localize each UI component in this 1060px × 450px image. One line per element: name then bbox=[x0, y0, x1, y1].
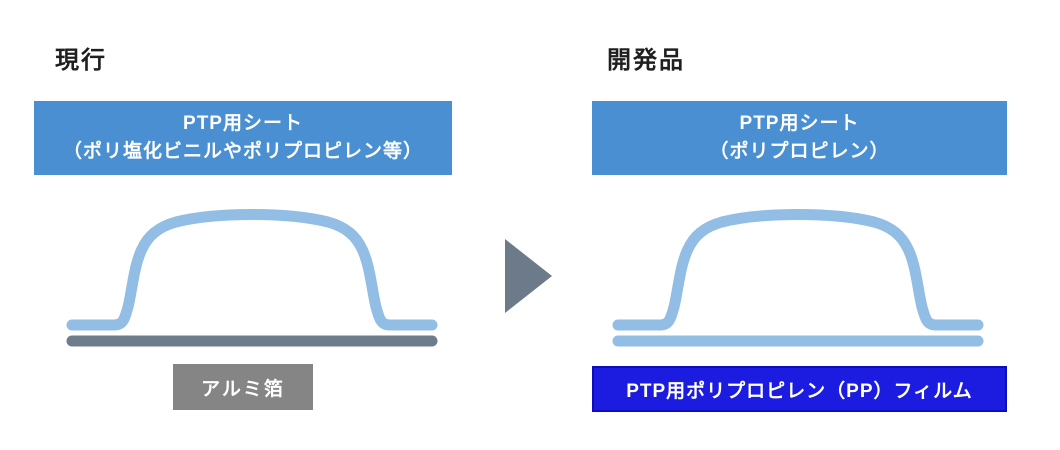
current-heading: 現行 bbox=[55, 47, 107, 74]
developed-sheet-box-line1: PTP用シート bbox=[739, 112, 860, 134]
blister-dome-outline-icon bbox=[612, 209, 984, 331]
aluminum-foil-label: アルミ箔 bbox=[173, 364, 313, 410]
arrow-right-icon bbox=[505, 239, 552, 313]
current-sheet-box: PTP用シート （ポリ塩化ビニルやポリプロピレン等） bbox=[34, 101, 452, 175]
current-blister-cross-section bbox=[66, 209, 438, 347]
current-sheet-box-line1: PTP用シート bbox=[183, 112, 303, 134]
current-sheet-box-line2: （ポリ塩化ビニルやポリプロピレン等） bbox=[62, 141, 423, 162]
developed-product-panel: 開発品 PTP用シート （ポリプロピレン） PTP用ポリプロピレン（PP）フィル… bbox=[592, 0, 1007, 450]
developed-blister-cross-section bbox=[612, 209, 984, 347]
developed-heading: 開発品 bbox=[607, 47, 685, 74]
current-product-panel: 現行 PTP用シート （ポリ塩化ビニルやポリプロピレン等） アルミ箔 bbox=[34, 0, 452, 450]
pp-film-label: PTP用ポリプロピレン（PP）フィルム bbox=[592, 366, 1007, 412]
blister-dome-outline-icon bbox=[66, 209, 438, 331]
developed-sheet-box-line2: （ポリプロピレン） bbox=[709, 141, 890, 162]
developed-sheet-box: PTP用シート （ポリプロピレン） bbox=[592, 101, 1007, 175]
